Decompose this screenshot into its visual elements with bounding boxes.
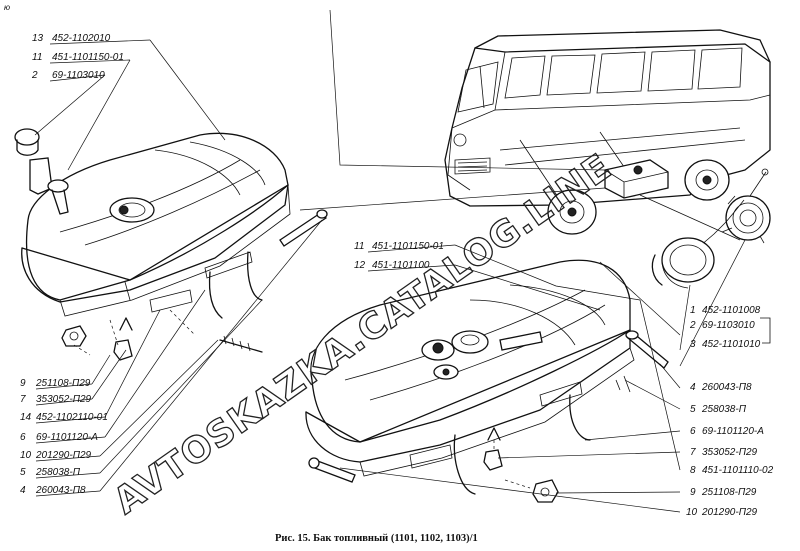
label-num: 2 bbox=[689, 320, 696, 331]
label-num: 3 bbox=[690, 339, 696, 350]
filler-cap-assembly bbox=[651, 168, 771, 289]
label-part: 452-1102110-01 bbox=[36, 412, 108, 423]
label-num: 5 bbox=[20, 467, 26, 478]
label-part: 451-1101150-01 bbox=[372, 241, 444, 252]
label-part: 451-1101100 bbox=[372, 260, 430, 271]
label-part: 251108-П29 bbox=[701, 487, 757, 498]
figure-caption: Рис. 15. Бак топливный (1101, 1102, 1103… bbox=[275, 533, 478, 544]
van-illustration bbox=[444, 29, 771, 235]
label-num: 9 bbox=[690, 487, 696, 498]
label-part: 69-1103010 bbox=[702, 320, 755, 331]
label-part: 201290-П29 bbox=[701, 507, 758, 518]
label-part: 258038-П bbox=[35, 467, 81, 478]
label-part: 69-1101120-А bbox=[702, 426, 764, 437]
label-num: 8 bbox=[690, 465, 696, 476]
label-part: 451-1101110-02 bbox=[702, 465, 774, 476]
left-fuel-tank bbox=[14, 128, 328, 361]
label-num: 7 bbox=[20, 394, 26, 405]
label-num: 2 bbox=[31, 70, 38, 81]
label-num: 7 bbox=[690, 447, 696, 458]
label-part: 201290-П29 bbox=[35, 450, 92, 461]
label-num: 6 bbox=[690, 426, 696, 437]
label-num: 10 bbox=[686, 507, 698, 518]
right-fuel-tank bbox=[305, 259, 669, 503]
label-num: 5 bbox=[690, 404, 696, 415]
label-part: 251108-П29 bbox=[35, 378, 91, 389]
label-num: 14 bbox=[20, 412, 32, 423]
label-part: 452-1101008 bbox=[702, 305, 761, 316]
label-part: 69-1103010 bbox=[52, 70, 105, 81]
label-num: 11 bbox=[32, 52, 42, 63]
label-part: 452-1101010 bbox=[702, 339, 761, 350]
label-part: 452-1102010 bbox=[52, 33, 111, 44]
label-part: 258038-П bbox=[701, 404, 747, 415]
label-num: 11 bbox=[354, 241, 364, 252]
label-num: 4 bbox=[20, 485, 26, 496]
center-labels: 11 451-1101150-01 12 451-1101100 bbox=[354, 241, 456, 272]
label-part: 260043-П8 bbox=[35, 485, 86, 496]
label-num: 10 bbox=[20, 450, 32, 461]
label-part: 353052-П29 bbox=[36, 394, 92, 405]
right-labels: 1 452-1101008 2 69-1103010 3 452-1101010… bbox=[686, 305, 774, 518]
label-num: 13 bbox=[32, 33, 44, 44]
label-num: 1 bbox=[690, 305, 696, 316]
label-part: 451-1101150-01 bbox=[52, 52, 124, 63]
label-part: 260043-П8 bbox=[701, 382, 752, 393]
label-part: 69-1101120-А bbox=[36, 432, 98, 443]
label-num: 12 bbox=[354, 260, 366, 271]
label-num: 9 bbox=[20, 378, 26, 389]
left-labels: 13 452-1102010 11 451-1101150-01 2 69-11… bbox=[20, 33, 151, 497]
leader-lines bbox=[34, 9, 746, 513]
label-part: 353052-П29 bbox=[702, 447, 758, 458]
corner-mark: ю bbox=[4, 3, 10, 12]
label-num: 6 bbox=[20, 432, 26, 443]
label-num: 4 bbox=[690, 382, 696, 393]
